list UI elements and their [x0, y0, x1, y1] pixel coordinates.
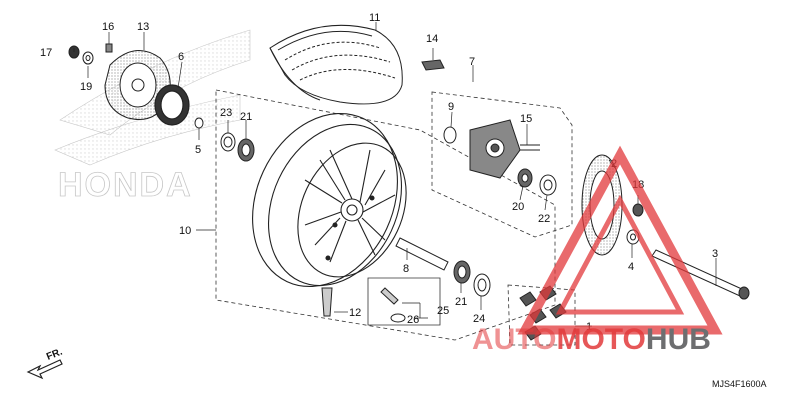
callout-24: 24 [473, 313, 485, 325]
callout-20: 20 [512, 201, 524, 213]
rear-wheel-rim [252, 112, 407, 288]
svg-text:AUTOMOTOHUB: AUTOMOTOHUB [472, 323, 711, 356]
callout-8: 8 [403, 263, 409, 275]
callout-21-left: 21 [240, 111, 252, 123]
angled-valve [380, 287, 406, 323]
brake-disc [104, 50, 171, 120]
callout-17: 17 [40, 47, 52, 59]
hub-ring [154, 84, 190, 126]
watermark-text: AUTOMOTOHUB [472, 323, 711, 356]
callout-4: 4 [628, 261, 634, 273]
sprocket-hub-assembly [443, 119, 557, 196]
callout-23: 23 [220, 107, 232, 119]
axle-sleeve [395, 237, 449, 271]
callout-15: 15 [520, 113, 532, 125]
honda-logo-text: HONDA [58, 166, 193, 204]
diagram-part-code: MJS4F1600A [712, 379, 767, 389]
leader-lines [73, 22, 717, 327]
group-outlines [215, 89, 576, 346]
small-fasteners [68, 43, 204, 129]
watermark-moto: MOTO [556, 323, 645, 356]
callout-3: 3 [712, 248, 718, 260]
watermark-triangle [517, 145, 723, 335]
valve-stem [321, 287, 333, 317]
callout-14: 14 [426, 33, 438, 45]
rear-tire [269, 24, 403, 105]
callout-16: 16 [102, 21, 114, 33]
direction-label: FR. [45, 346, 64, 362]
callout-13: 13 [137, 21, 149, 33]
callout-7: 7 [469, 56, 475, 68]
callout-9: 9 [448, 101, 454, 113]
callout-21-right: 21 [455, 296, 467, 308]
watermark-hub: HUB [646, 323, 711, 356]
right-bearings [453, 260, 491, 297]
callout-26: 26 [407, 314, 419, 326]
callout-5: 5 [195, 144, 201, 156]
callout-12: 12 [349, 307, 361, 319]
callout-6: 6 [178, 51, 184, 63]
callout-19: 19 [80, 81, 92, 93]
callout-22: 22 [538, 213, 550, 225]
callout-25: 25 [437, 305, 449, 317]
callout-10: 10 [179, 225, 191, 237]
watermark-auto: AUTO [472, 323, 556, 356]
spacer-block [421, 59, 445, 71]
front-direction-arrow: FR. [26, 346, 64, 380]
callout-11: 11 [369, 12, 380, 24]
left-bearings [220, 132, 255, 162]
